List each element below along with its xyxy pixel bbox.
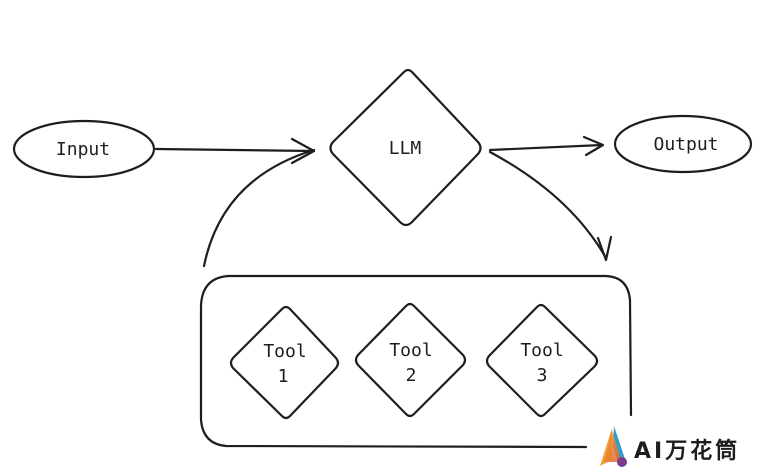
arrow-llm-to-output xyxy=(488,135,605,157)
arrow-llm-to-tools xyxy=(488,150,613,262)
tool-node-2: Tool 2 xyxy=(354,302,467,418)
tool-node-3: Tool 3 xyxy=(485,303,599,418)
tool-node-1: Tool 1 xyxy=(229,305,340,420)
output-node: Output xyxy=(613,114,753,174)
logo-icon xyxy=(600,426,627,467)
llm-node: LLM xyxy=(329,68,482,227)
tool-3-label-line1: Tool xyxy=(520,340,563,361)
input-node: Input xyxy=(12,119,156,179)
llm-label: LLM xyxy=(389,138,422,159)
tool-3-label-line2: 3 xyxy=(537,365,548,386)
arrow-tools-to-llm xyxy=(202,148,316,268)
tools-container xyxy=(199,274,633,449)
tool-1-label-line1: Tool xyxy=(263,341,306,362)
tool-2-label-line1: Tool xyxy=(389,340,432,361)
watermark-text: AI万花筒 xyxy=(634,438,740,464)
output-label: Output xyxy=(653,134,718,155)
input-label: Input xyxy=(56,139,110,160)
watermark-logo: AI万花筒 xyxy=(600,426,740,467)
tool-1-label-line2: 1 xyxy=(278,366,289,387)
tool-2-label-line2: 2 xyxy=(406,365,417,386)
